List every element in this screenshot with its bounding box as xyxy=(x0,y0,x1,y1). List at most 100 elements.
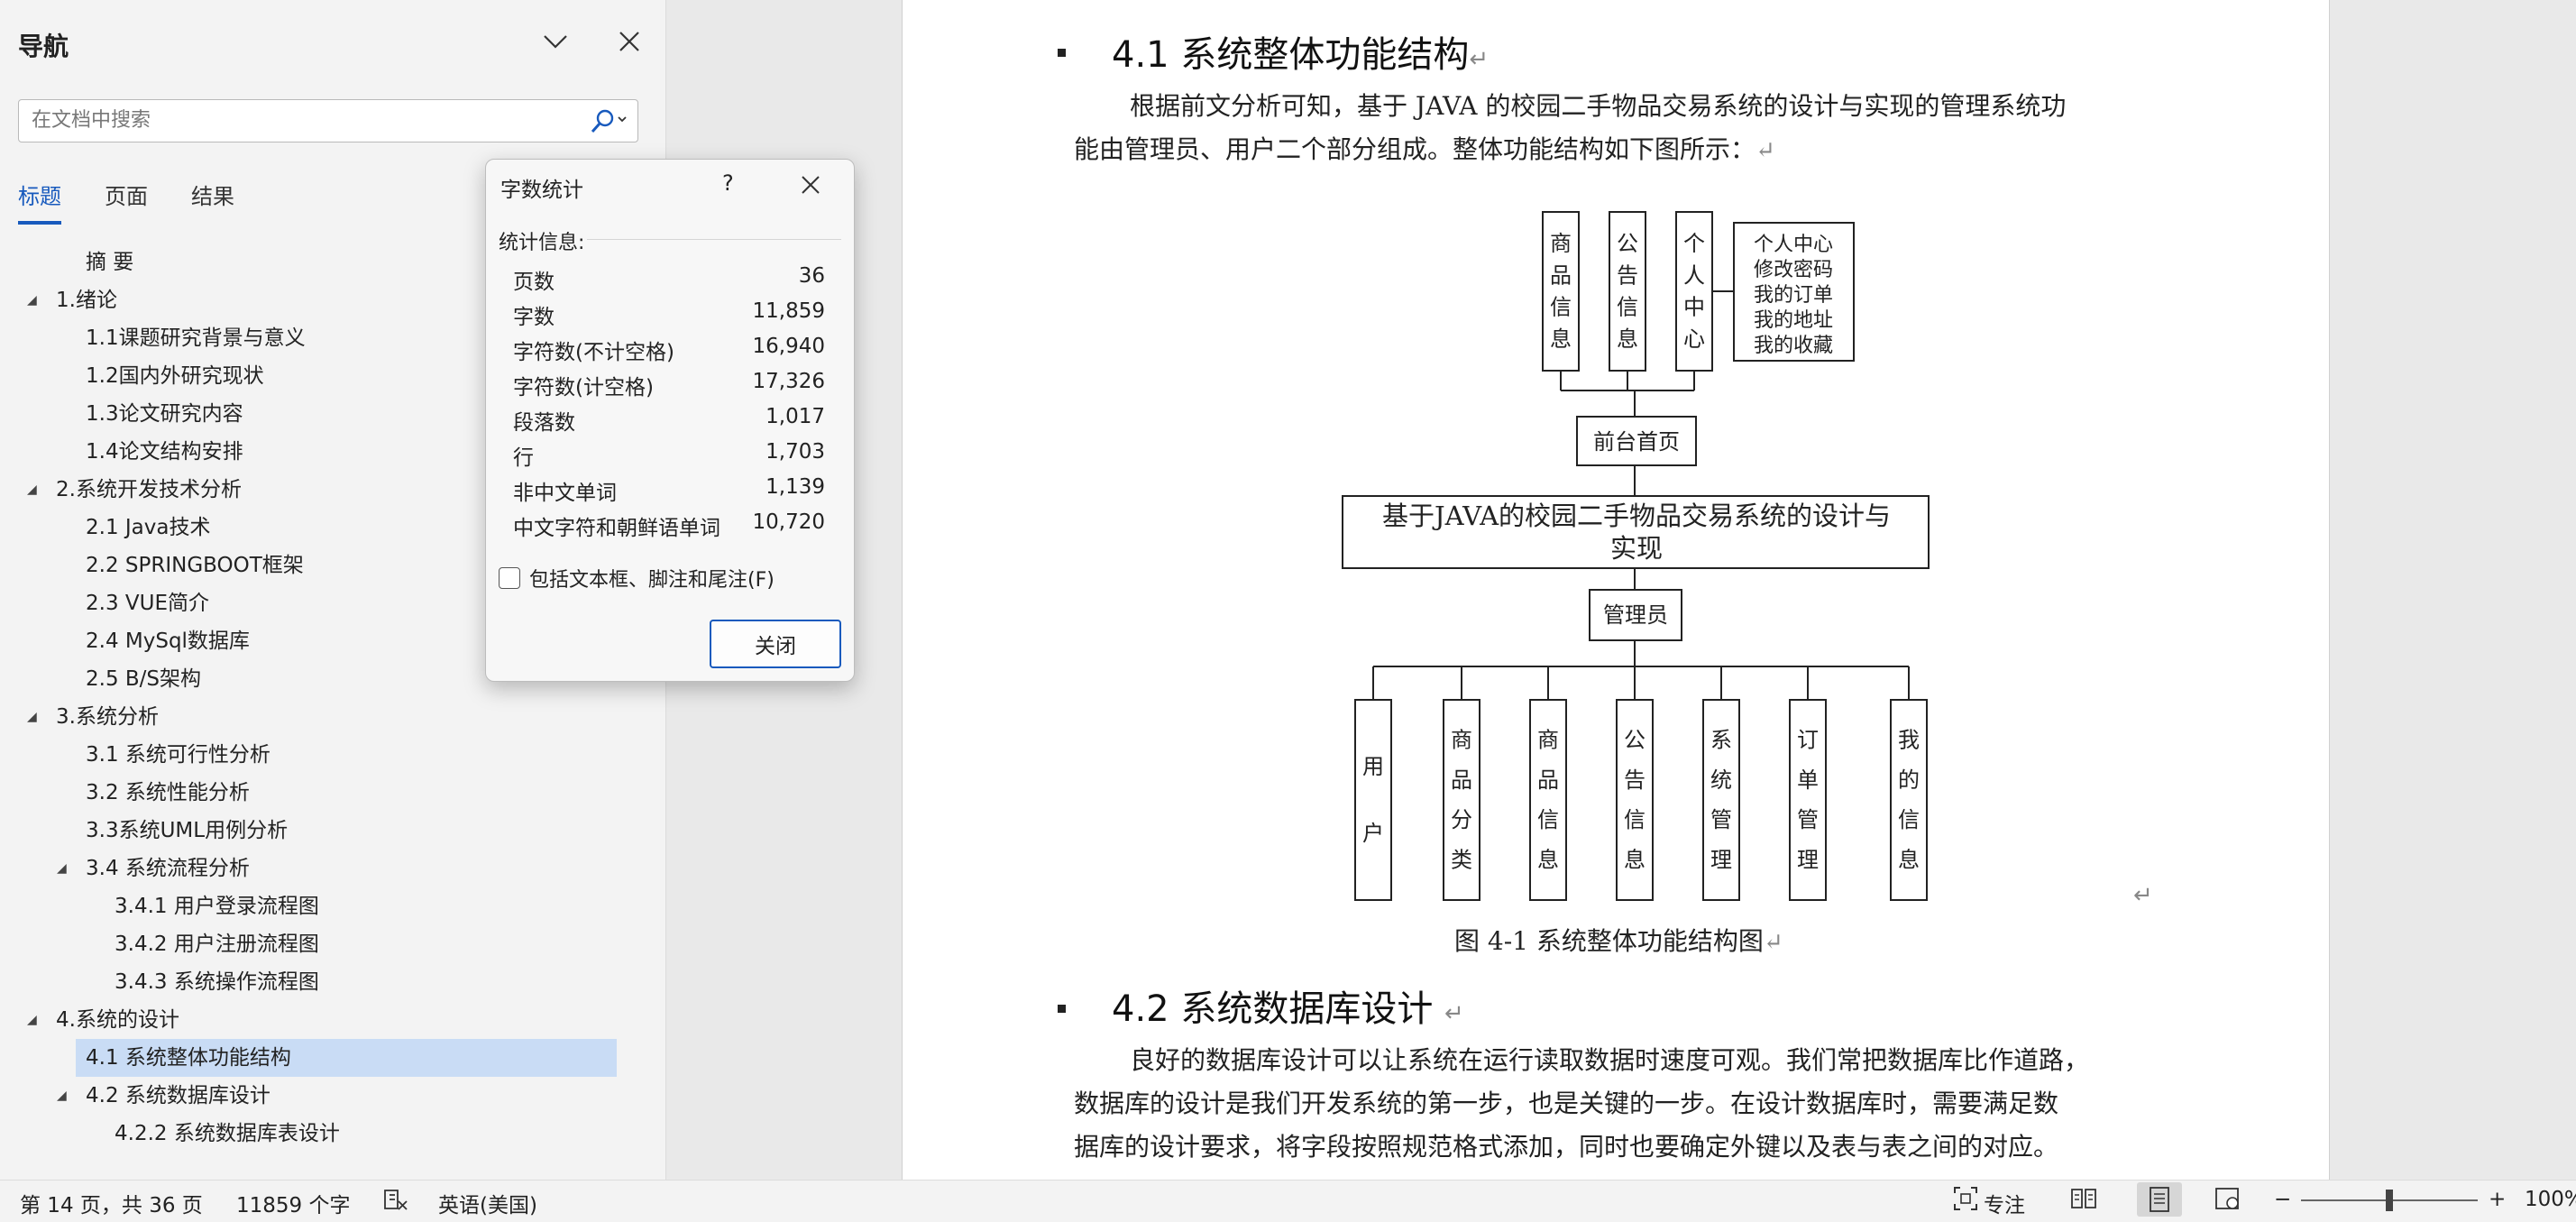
stat-value: 16,940 xyxy=(752,335,825,358)
page-indicator[interactable]: 第 14 页，共 36 页 xyxy=(20,1194,203,1217)
focus-mode-label[interactable]: 专注 xyxy=(1984,1194,2025,1217)
nav-heading-item[interactable]: 2.1 Java技术 xyxy=(0,509,665,547)
nav-heading-label: 4.系统的设计 xyxy=(56,1008,179,1032)
nav-heading-item[interactable]: 1.4论文结构安排 xyxy=(0,433,665,471)
help-button[interactable]: ? xyxy=(722,170,734,196)
stat-label: 字符数(计空格) xyxy=(513,376,654,400)
zoom-slider-thumb[interactable] xyxy=(2386,1190,2393,1211)
web-layout-icon[interactable] xyxy=(2214,1186,2241,1217)
statistics-label: 统计信息: xyxy=(499,232,585,254)
nav-heading-item[interactable]: ◢ 3.4 系统流程分析 xyxy=(0,850,665,887)
search-icon[interactable] xyxy=(589,107,628,134)
nav-heading-label: 3.3系统UML用例分析 xyxy=(86,819,289,842)
heading-4-1: 4.1 系统整体功能结构↵ xyxy=(1112,34,1490,76)
include-textboxes-checkbox[interactable]: 包括文本框、脚注和尾注(F) xyxy=(499,564,775,593)
stat-row: 字符数(不计空格)16,940 xyxy=(513,335,825,369)
stat-label: 页数 xyxy=(513,271,555,294)
paragraph-line: 据库的设计要求，将字段按照规范格式添加，同时也要确定外键以及表与表之间的对应。 xyxy=(1074,1132,2059,1162)
figure-caption: 图 4-1 系统整体功能结构图↵ xyxy=(1454,926,1783,956)
nav-heading-item[interactable]: ◢4.2 系统数据库设计 xyxy=(0,1077,665,1115)
print-layout-icon[interactable] xyxy=(2137,1182,2182,1217)
nav-heading-label: 3.4.1 用户登录流程图 xyxy=(115,895,319,918)
nav-heading-item[interactable]: 1.2国内外研究现状 xyxy=(0,357,665,395)
nav-heading-item[interactable]: 2.2 SPRINGBOOT框架 xyxy=(0,547,665,584)
nav-heading-item[interactable]: 4.2.2 系统数据库表设计 xyxy=(0,1115,665,1153)
nav-heading-item[interactable]: ◢ 1.绪论 xyxy=(0,281,665,319)
close-icon[interactable] xyxy=(611,23,647,60)
expand-arrow-icon[interactable]: ◢ xyxy=(27,710,37,724)
nav-heading-item[interactable]: 2.5 B/S架构 xyxy=(0,660,665,698)
diagram-vertical-label: 商品信息 xyxy=(1537,727,1559,872)
nav-heading-item[interactable]: 3.4.1 用户登录流程图 xyxy=(0,887,665,925)
paragraph-line: 能由管理员、用户二个部分组成。整体功能结构如下图所示：↵ xyxy=(1074,134,1775,164)
nav-heading-item[interactable]: 3.3系统UML用例分析 xyxy=(0,812,665,850)
nav-heading-item[interactable]: 4.1 系统整体功能结构 xyxy=(76,1039,617,1077)
search-input[interactable] xyxy=(30,108,574,133)
function-structure-diagram: 商品信息公告信息个人中心个人中心修改密码我的订单我的地址我的收藏前台首页基于JA… xyxy=(1342,211,1930,901)
zoom-in-button[interactable]: + xyxy=(2489,1188,2507,1211)
word-count-indicator[interactable]: 11859 个字 xyxy=(236,1194,351,1217)
expand-arrow-icon[interactable]: ◢ xyxy=(27,1013,37,1027)
nav-heading-item[interactable]: 3.2 系统性能分析 xyxy=(0,774,665,812)
dialog-title: 字数统计 xyxy=(500,179,583,202)
diagram-vertical-label: 系统管理 xyxy=(1710,727,1732,872)
stat-value: 10,720 xyxy=(752,510,825,534)
tab-results[interactable]: 结果 xyxy=(191,184,234,209)
zoom-level[interactable]: 100% xyxy=(2525,1188,2576,1211)
tab-pages[interactable]: 页面 xyxy=(105,184,148,209)
nav-heading-item[interactable]: 2.3 VUE简介 xyxy=(0,584,665,622)
diagram-vertical-label: 订单管理 xyxy=(1797,727,1819,872)
diagram-label: 管理员 xyxy=(1603,602,1668,628)
diagram-label: 修改密码 xyxy=(1754,259,1833,281)
expand-arrow-icon[interactable]: ◢ xyxy=(57,1089,67,1103)
nav-heading-label: 3.1 系统可行性分析 xyxy=(86,743,270,767)
expand-arrow-icon[interactable]: ◢ xyxy=(57,861,67,876)
diagram-label: 我的地址 xyxy=(1754,309,1833,332)
diagram-vertical-label: 公告信息 xyxy=(1617,231,1638,352)
diagram-vertical-label: 公告信息 xyxy=(1624,727,1646,872)
nav-heading-item[interactable]: 摘 要 xyxy=(0,243,665,281)
close-button[interactable]: 关闭 xyxy=(710,620,841,668)
return-mark: ↵ xyxy=(2133,882,2153,909)
nav-heading-item[interactable]: 2.4 MySql数据库 xyxy=(0,622,665,660)
expand-arrow-icon[interactable]: ◢ xyxy=(27,293,37,308)
zoom-out-button[interactable]: − xyxy=(2274,1188,2292,1211)
heading-bullet xyxy=(1058,1005,1066,1013)
nav-heading-item[interactable]: ◢2.系统开发技术分析 xyxy=(0,471,665,509)
diagram-label: 前台首页 xyxy=(1593,429,1680,455)
nav-heading-label: 1.绪论 xyxy=(56,289,117,312)
nav-heading-item[interactable]: 3.1 系统可行性分析 xyxy=(0,736,665,774)
chevron-down-icon[interactable] xyxy=(537,23,573,60)
status-bar: 第 14 页，共 36 页 11859 个字 英语(美国) 专注 − + 100… xyxy=(0,1180,2576,1221)
nav-heading-label: 2.1 Java技术 xyxy=(86,516,211,539)
checkbox-label: 包括文本框、脚注和尾注(F) xyxy=(529,569,775,592)
nav-heading-item[interactable]: 1.3论文研究内容 xyxy=(0,395,665,433)
expand-arrow-icon[interactable]: ◢ xyxy=(27,482,37,497)
focus-icon[interactable] xyxy=(1953,1186,1978,1217)
nav-heading-label: 3.4 系统流程分析 xyxy=(86,857,250,880)
nav-heading-item[interactable]: ◢ 4.系统的设计 xyxy=(0,1001,665,1039)
stat-label: 字数 xyxy=(513,306,555,329)
diagram-label: 基于JAVA的校园二手物品交易系统的设计与 xyxy=(1382,501,1891,531)
nav-heading-label: 1.2国内外研究现状 xyxy=(86,364,264,388)
language-indicator[interactable]: 英语(美国) xyxy=(438,1194,537,1217)
nav-heading-item[interactable]: ◢3.系统分析 xyxy=(0,698,665,736)
read-mode-icon[interactable] xyxy=(2070,1186,2097,1217)
stat-label: 非中文单词 xyxy=(513,482,617,505)
dialog-close-icon[interactable] xyxy=(793,167,829,203)
nav-heading-item[interactable]: 3.4.2 用户注册流程图 xyxy=(0,925,665,963)
nav-heading-label: 1.1课题研究背景与意义 xyxy=(86,326,306,350)
document-page[interactable]: 4.1 系统整体功能结构↵ 根据前文分析可知，基于 JAVA 的校园二手物品交易… xyxy=(902,0,2330,1190)
paragraph-line: 良好的数据库设计可以让系统在运行读取数据时速度可观。我们常把数据库比作道路， xyxy=(1130,1045,2090,1075)
nav-heading-label: 2.5 B/S架构 xyxy=(86,667,202,691)
stat-row: 字符数(计空格)17,326 xyxy=(513,370,825,404)
nav-heading-item[interactable]: 3.4.3 系统操作流程图 xyxy=(0,963,665,1001)
nav-heading-item[interactable]: 1.1课题研究背景与意义 xyxy=(0,319,665,357)
checkbox-box[interactable] xyxy=(499,567,520,589)
nav-heading-label: 3.4.3 系统操作流程图 xyxy=(115,970,319,994)
proofing-icon[interactable] xyxy=(382,1186,409,1218)
tab-headings[interactable]: 标题 xyxy=(18,179,61,225)
